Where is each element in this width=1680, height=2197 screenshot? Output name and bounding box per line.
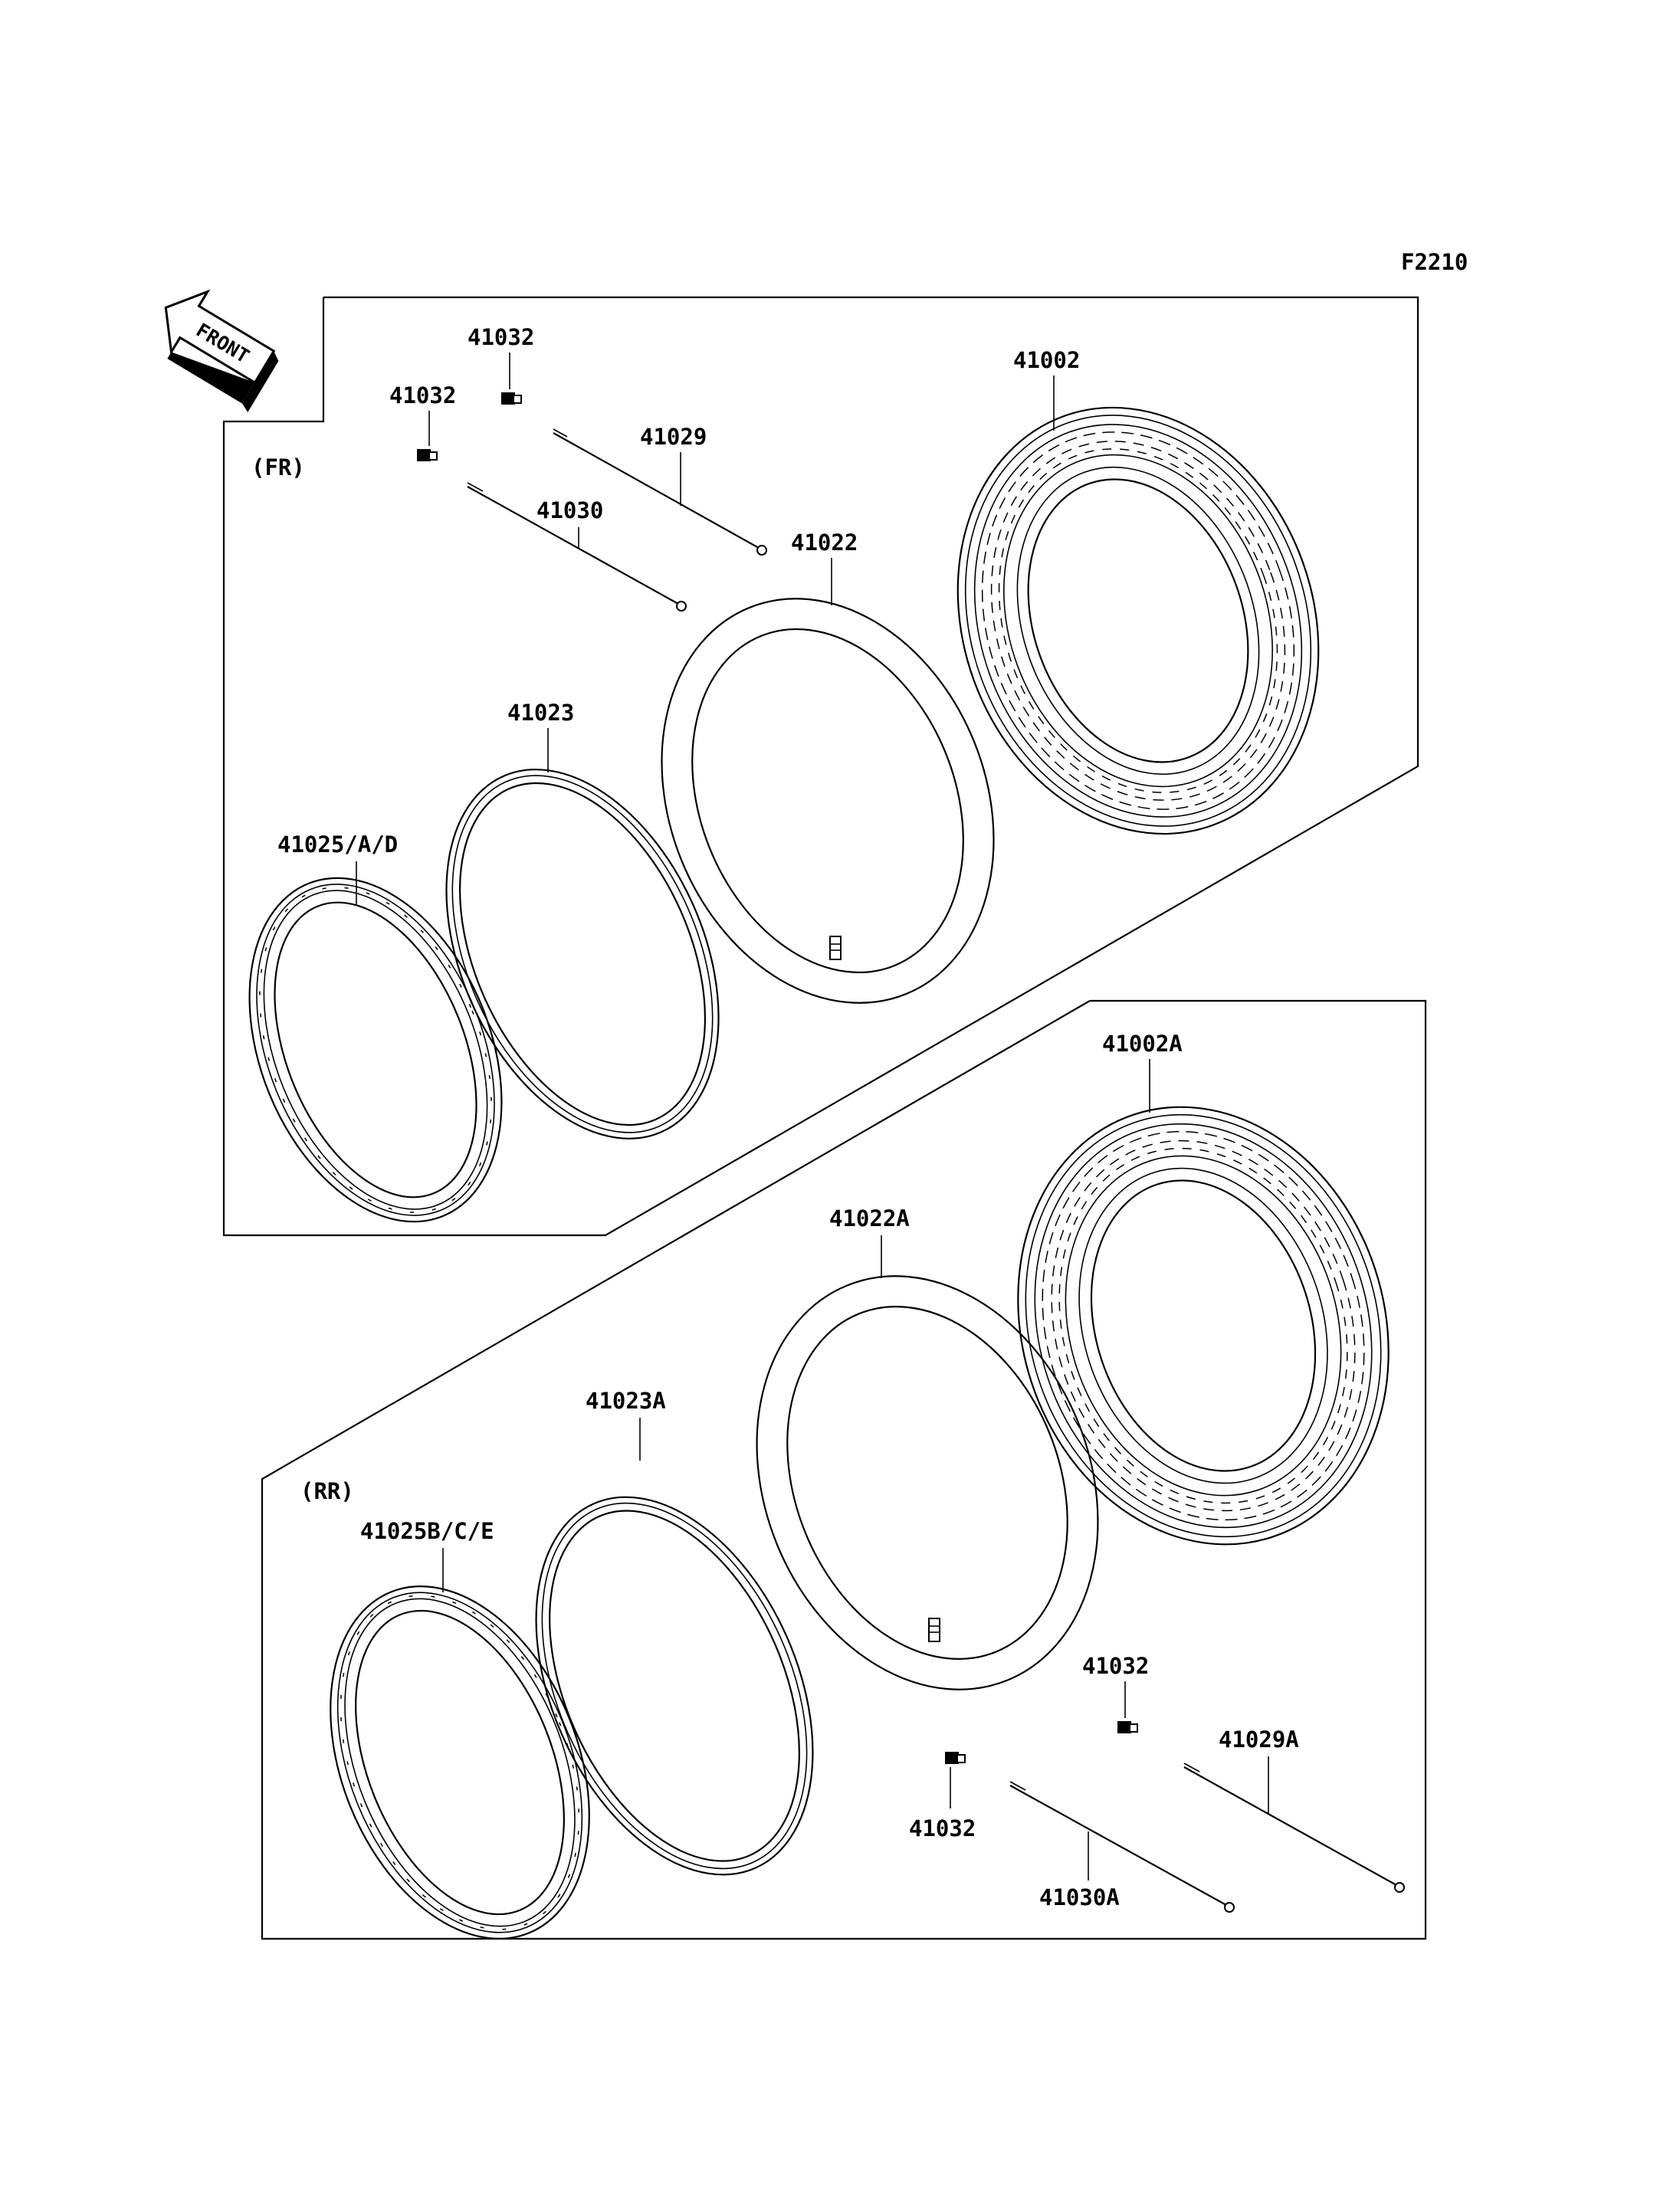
front-tube-valve-icon bbox=[829, 936, 842, 960]
rear-rim-band-label: 41023A bbox=[586, 1388, 666, 1414]
rear-spoke-41029A bbox=[1183, 1763, 1405, 1893]
front-tube bbox=[661, 598, 995, 1004]
rear-tube bbox=[756, 1275, 1099, 1690]
rear-nipple-1-label: 41032 bbox=[1082, 1653, 1149, 1679]
front-tube-label: 41022 bbox=[791, 530, 858, 556]
front-spoke-41030 bbox=[467, 482, 687, 612]
rear-rim-band bbox=[535, 1496, 814, 1876]
front-rim-band-label: 41023 bbox=[507, 700, 574, 726]
front-direction-arrow-icon: FRONT bbox=[164, 289, 279, 413]
rear-tire bbox=[1017, 1106, 1390, 1546]
front-nipple-1-label: 41032 bbox=[468, 324, 534, 350]
rear-nipple-2-icon bbox=[945, 1752, 966, 1764]
front-section: (FR) 41002 41022 bbox=[222, 296, 1419, 1237]
rear-nipple-1-icon bbox=[1117, 1721, 1138, 1733]
front-section-frame bbox=[222, 296, 1419, 1237]
front-rim-band bbox=[445, 769, 720, 1139]
front-nipple-1-icon bbox=[501, 392, 522, 405]
rear-spoke-b-label: 41030A bbox=[1039, 1884, 1120, 1910]
front-spoke-a-label: 41029 bbox=[640, 424, 707, 450]
rear-section-label: (RR) bbox=[300, 1478, 354, 1504]
rear-tire-label: 41002A bbox=[1102, 1031, 1183, 1057]
front-tire-label: 41002 bbox=[1013, 347, 1080, 373]
rear-spoke-41030A bbox=[1009, 1781, 1235, 1913]
rear-rim bbox=[330, 1585, 590, 1940]
front-rim-label: 41025/A/D bbox=[277, 831, 398, 857]
rear-spoke-a-label: 41029A bbox=[1219, 1726, 1299, 1753]
front-nipple-2-icon bbox=[417, 449, 438, 461]
front-section-label: (FR) bbox=[251, 454, 305, 480]
front-nipple-2-label: 41032 bbox=[389, 382, 456, 408]
figure-code: F2210 bbox=[1401, 249, 1468, 275]
rear-rim-label: 41025B/C/E bbox=[360, 1518, 494, 1544]
rear-section: (RR) 41002A 41022A bbox=[261, 999, 1427, 1940]
rear-nipple-2-label: 41032 bbox=[909, 1815, 976, 1841]
rear-section-frame bbox=[261, 999, 1427, 1940]
front-spoke-41029 bbox=[553, 428, 767, 556]
front-tire bbox=[956, 406, 1320, 835]
front-spoke-b-label: 41030 bbox=[536, 497, 603, 523]
rear-tube-valve-icon bbox=[928, 1618, 940, 1642]
rear-tube-label: 41022A bbox=[829, 1205, 910, 1231]
